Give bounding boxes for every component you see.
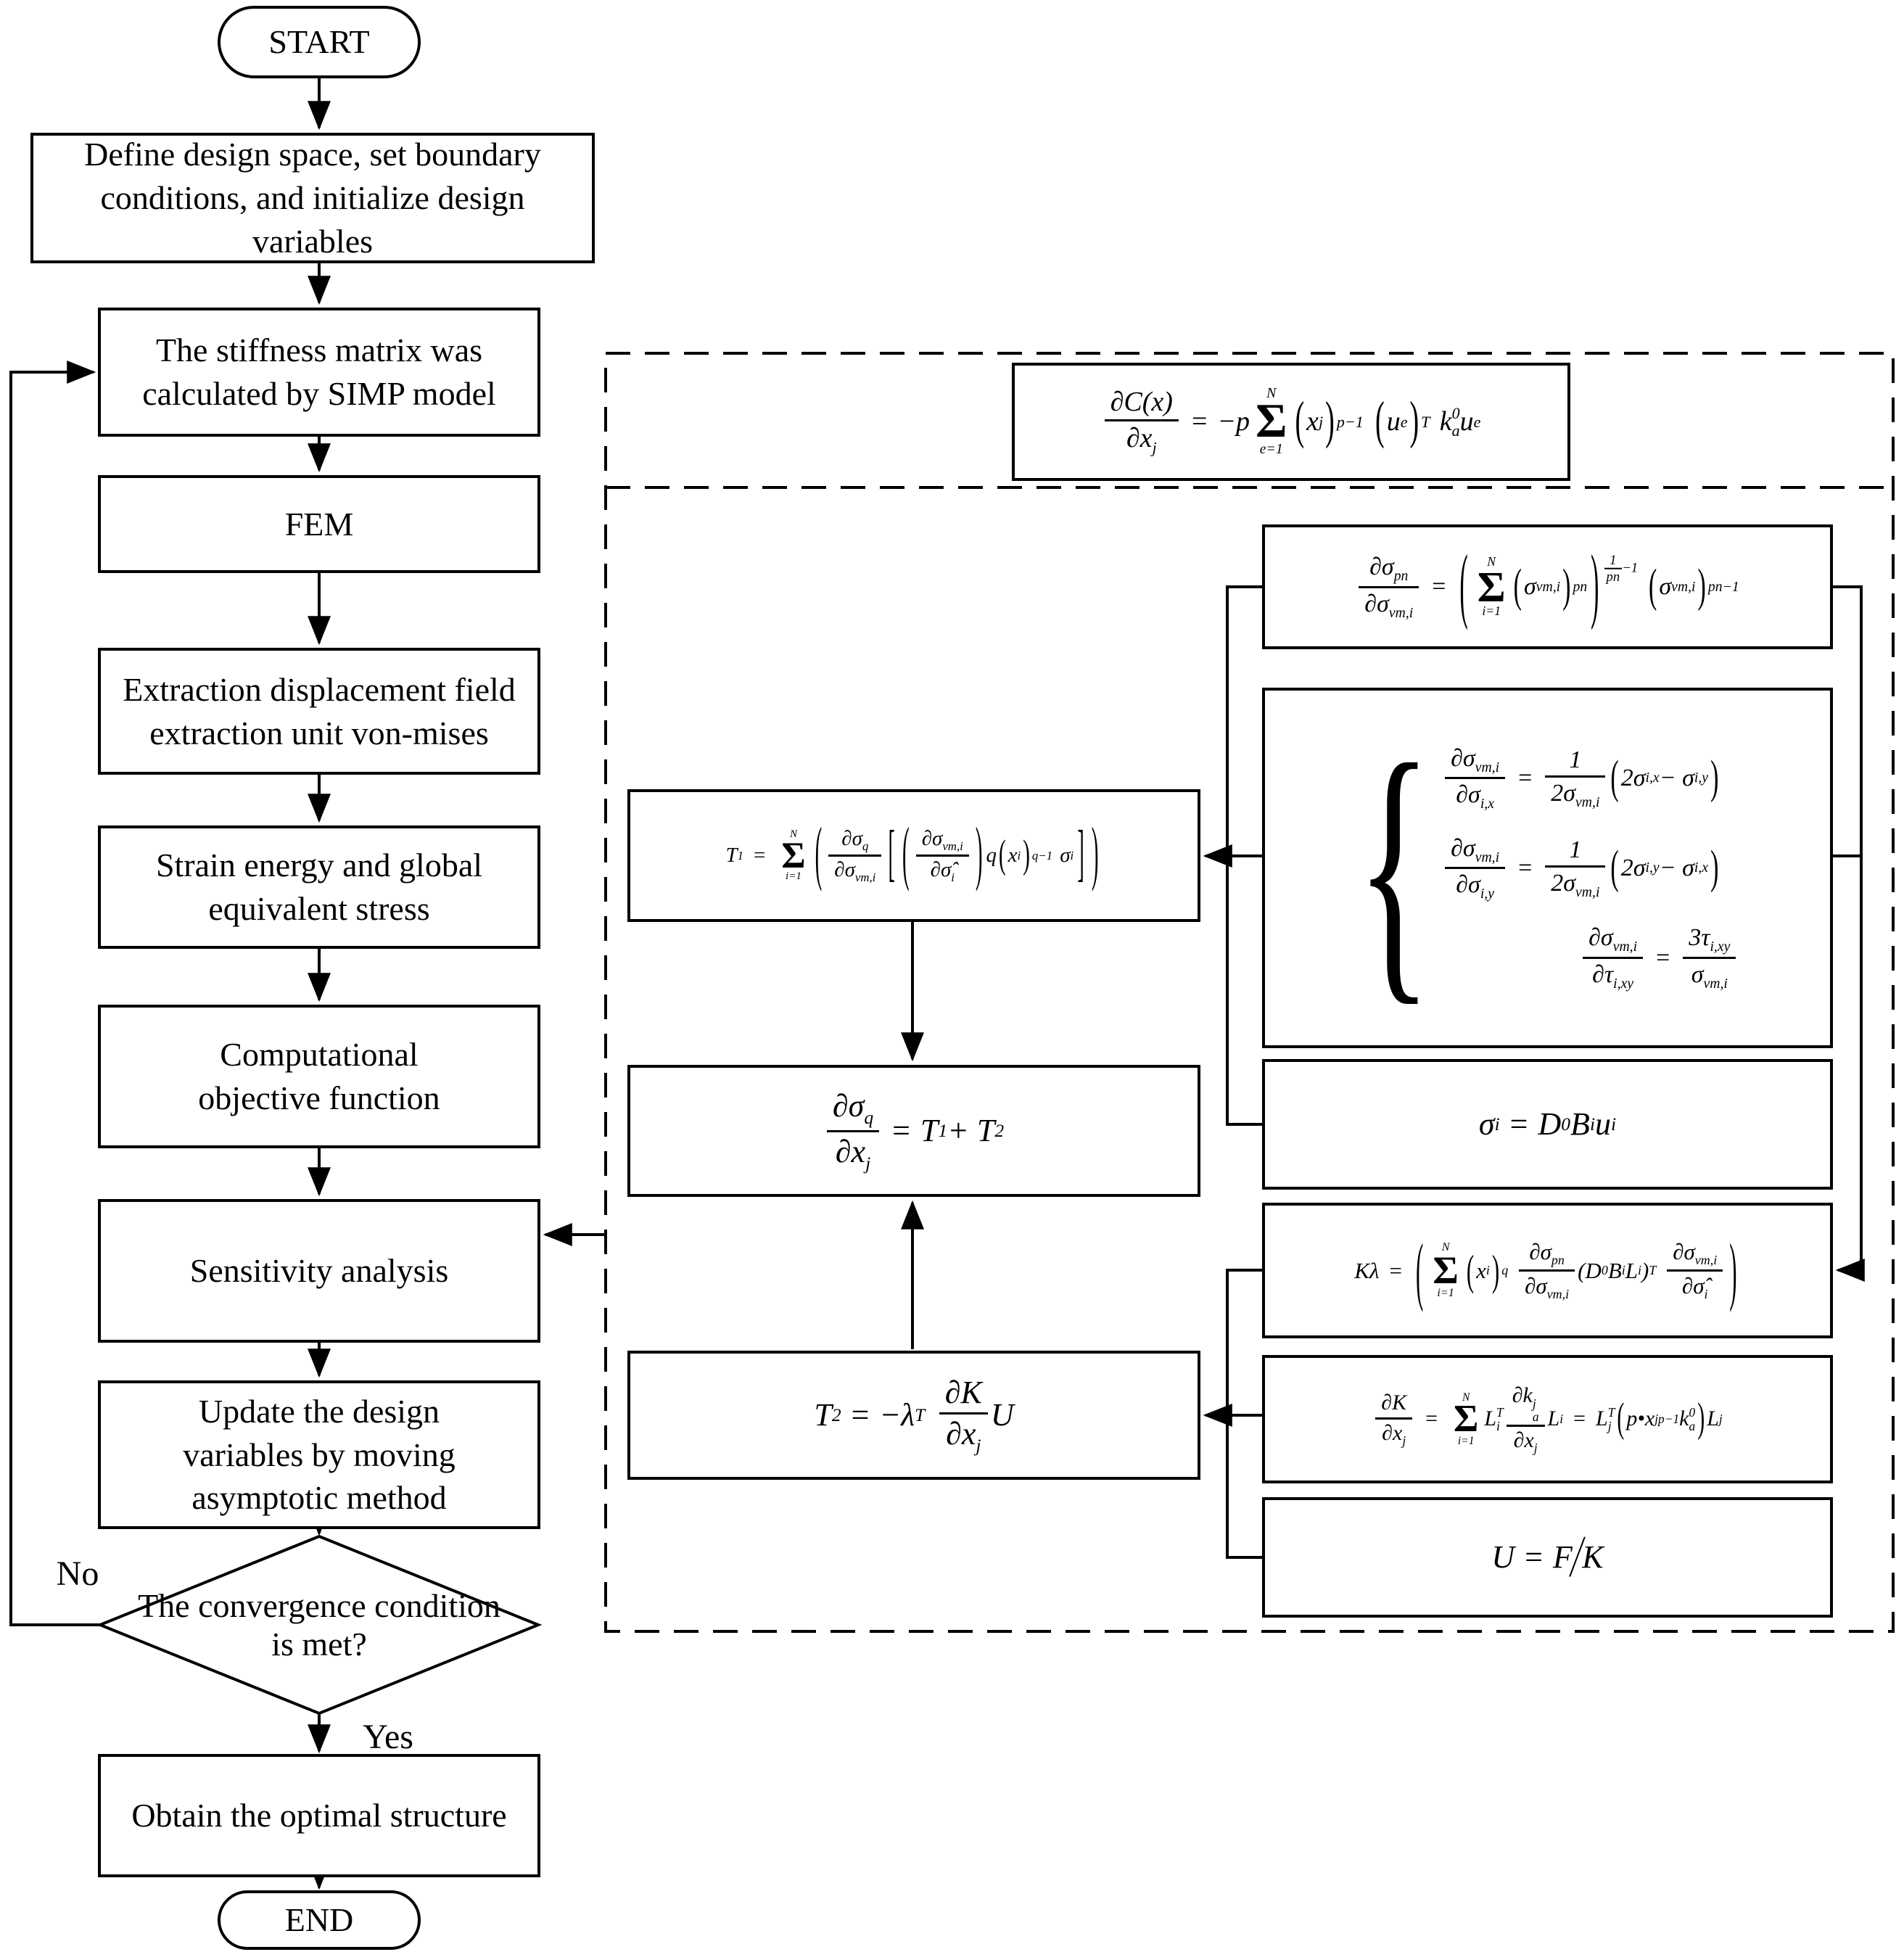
step-obtain-label: Obtain the optimal structure [131,1797,507,1834]
end-label: END [284,1901,354,1939]
step-sensitivity-analysis: Sensitivity analysis [98,1199,540,1343]
step-strain-energy: Strain energy and global equivalent stre… [98,825,540,949]
no-branch-label: No [30,1551,125,1596]
no-label-text: No [56,1554,99,1593]
end-terminator: END [218,1890,421,1950]
yes-label-text: Yes [363,1717,413,1756]
sensitivity-panel-dashed-border [604,352,1895,1633]
step-define-label: Define design space, set boundary condit… [84,136,541,260]
step-fem: FEM [98,475,540,573]
step-extraction-label: Extraction displacement field extraction… [123,670,516,751]
formula-equilibrium: U=F∕K [1262,1497,1833,1618]
step-define-design-space: Define design space, set boundary condit… [30,133,595,263]
step-obtain-structure: Obtain the optimal structure [98,1754,540,1877]
step-fem-label: FEM [284,505,354,543]
step-stiffness-matrix: The stiffness matrix was calculated by S… [98,308,540,437]
bus-right-adjoint [1833,585,1863,1270]
step-objective-function: Computational objective function [98,1005,540,1148]
step-update-variables: Update the design variables by moving as… [98,1380,540,1529]
step-stiffness-label: The stiffness matrix was calculated by S… [142,331,496,412]
step-strain-label: Strain energy and global equivalent stre… [155,847,483,927]
decision-text: The convergence condition is met? [138,1560,500,1690]
step-update-label: Update the design variables by moving as… [183,1392,456,1517]
start-label: START [268,23,370,61]
yes-branch-label: Yes [337,1715,439,1758]
no-feedback-line [9,361,100,1626]
step-objective-label: Computational objective function [198,1036,440,1116]
decision-diamond-shape [96,1534,543,1716]
decision-label: The convergence condition is met? [138,1587,500,1663]
step-sensitivity-label: Sensitivity analysis [189,1252,449,1290]
step-extraction: Extraction displacement field extraction… [98,648,540,775]
start-terminator: START [218,6,421,78]
